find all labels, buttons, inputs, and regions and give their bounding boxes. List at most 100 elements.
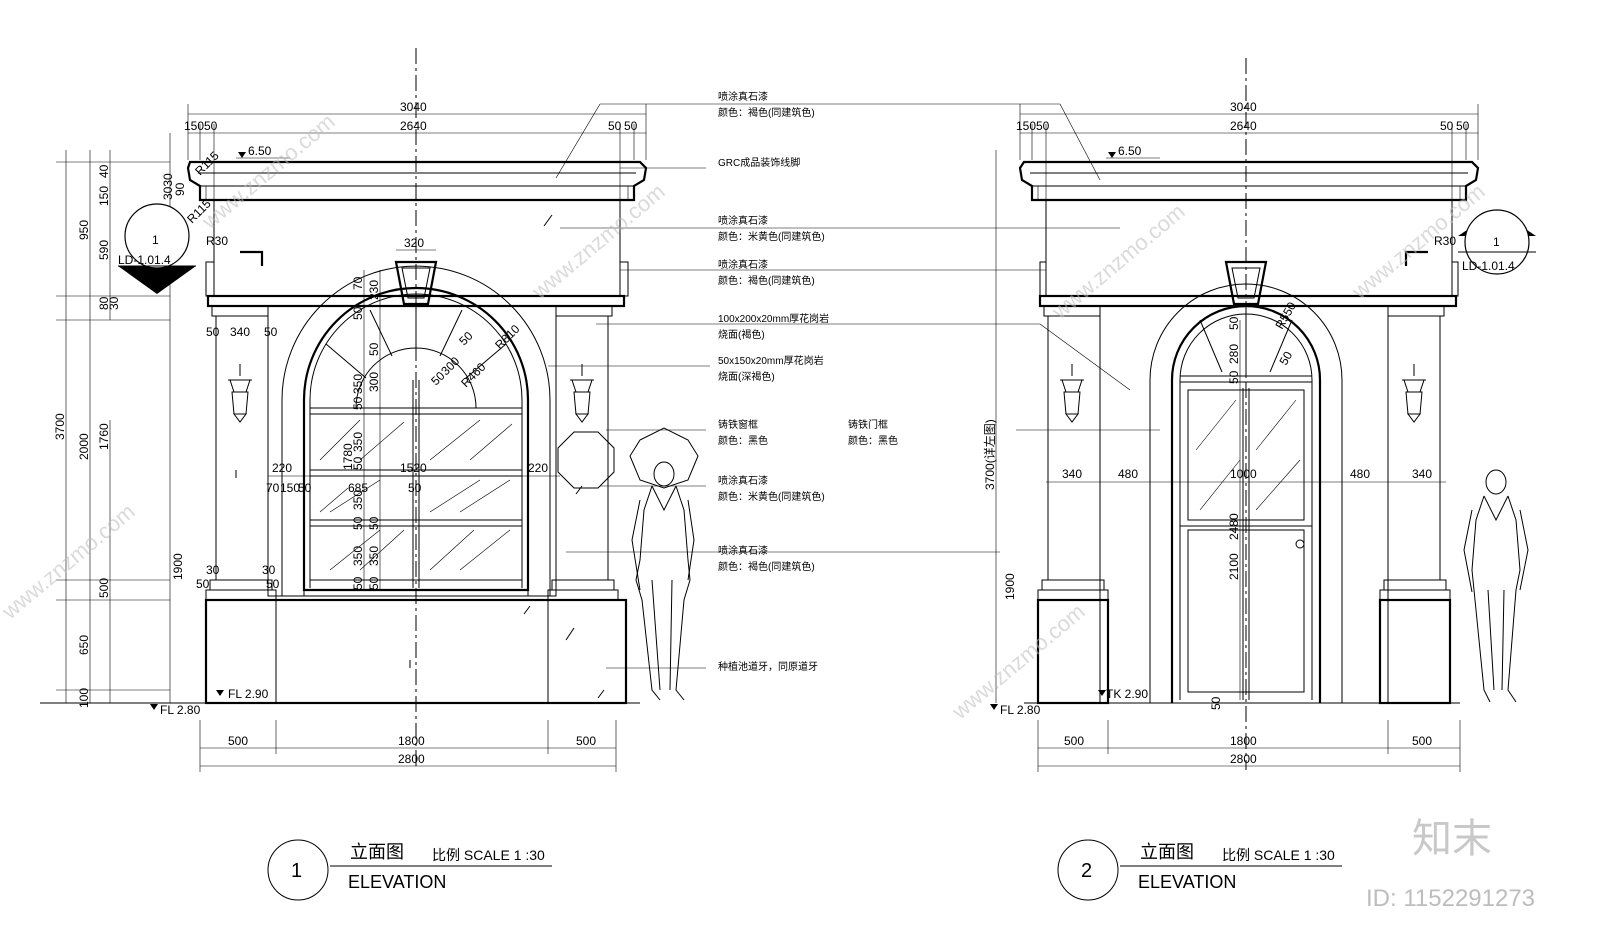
dim-3030: 3030 (161, 173, 175, 200)
dim-150: 150 (97, 186, 111, 206)
vstack-8: 50 (367, 576, 381, 590)
level-fl-290: FL 2.90 (228, 687, 269, 701)
dim-top-right-b-2: 50 (1456, 119, 1470, 133)
dim-overall-width: 3040 (400, 100, 427, 114)
wall-lamp-left-2 (1060, 364, 1084, 423)
note-1-title: GRC成品装饰线脚 (718, 156, 800, 169)
vstack-5: 350 (351, 432, 365, 452)
dim-30b: 30 (262, 563, 276, 577)
left-pier (215, 315, 269, 581)
note-2-detail: 颜色：米黄色(同建筑色) (718, 230, 825, 243)
watermark-1: www.znzmo.com (196, 109, 339, 235)
vstack-12: 50 (367, 342, 381, 356)
dim-bottom-total-2: 2800 (1230, 752, 1257, 766)
dim-50b: 50 (266, 577, 280, 591)
dim-bottom-left-2: 500 (1064, 734, 1084, 748)
dim-590: 590 (97, 240, 111, 260)
brand-logo: 知末 (1412, 817, 1492, 861)
watermark-2: www.znzmo.com (526, 179, 669, 305)
dim-500v: 500 (97, 578, 111, 598)
note-3-title: 喷涂真石漆 (718, 258, 768, 271)
level-top: 6.50 (248, 144, 272, 158)
wall-lamp-right (570, 364, 594, 423)
note-5-title: 50x150x20mm厚花岗岩 (718, 354, 824, 367)
scale-figure-2 (1463, 469, 1529, 703)
cornice-2 (1018, 160, 1480, 202)
title-2-cn: 立面图 (1140, 842, 1194, 862)
dim-1520: 1520 (400, 461, 427, 475)
dim-bottom-right-2: 500 (1412, 734, 1432, 748)
vstack-9: 350 (367, 546, 381, 566)
dim-150h: 150 (280, 481, 300, 495)
title-1-cn: 立面图 (350, 842, 404, 862)
dim-480-right: 480 (1350, 467, 1370, 481)
dim-top-right-a-2: 50 (1440, 119, 1454, 133)
dim-pier-c: 50 (264, 325, 278, 339)
right-pier (555, 315, 609, 581)
dim-door-280: 280 (1227, 344, 1241, 364)
dim-50h: 50 (298, 481, 312, 495)
dim-pier-a: 50 (206, 325, 220, 339)
dim-inner-width: 2640 (400, 119, 427, 133)
callout-sheet-2: LD-1.01.4 (1462, 259, 1515, 273)
callout-number: 1 (152, 233, 159, 247)
keystone (394, 260, 438, 306)
dim-100: 100 (77, 688, 91, 708)
radius-r810: R810 (492, 322, 522, 352)
dim-top-left-b: 50 (204, 119, 218, 133)
dim-bottom-left: 500 (228, 734, 248, 748)
level-top-2: 6.50 (1118, 144, 1142, 158)
dim-340-right: 340 (1412, 467, 1432, 481)
radius-r30-2: R30 (1434, 234, 1456, 248)
radius-r550: R550 (1272, 299, 1299, 331)
vstack-2: 50 (351, 516, 365, 530)
dim-50a: 50 (196, 577, 210, 591)
elevation-2: 3040 2640 150 50 50 50 6.50 3700(详左图) 19… (982, 58, 1536, 772)
cornice (186, 160, 648, 202)
title-2-scale: 比例 SCALE 1 :30 (1222, 847, 1335, 863)
dim-1760: 1760 (97, 423, 111, 450)
dim-480-left: 480 (1118, 467, 1138, 481)
wall-lamp-left (228, 364, 252, 423)
watermark-3: www.znzmo.com (0, 499, 140, 625)
vstack-11: 300 (367, 372, 381, 392)
section-callout-left: 1 LD-1.01.4 (118, 203, 196, 294)
dim-top-left-a: 150 (184, 119, 204, 133)
note-6-detail: 颜色：黑色 (718, 434, 768, 447)
dim-door-50c: 50 (1209, 696, 1223, 710)
radius-r30: R30 (206, 234, 228, 248)
dim-70: 70 (266, 481, 280, 495)
dim-bottom-mid-2: 1800 (1230, 734, 1257, 748)
dim-total-height: 3700 (53, 413, 67, 440)
title-1-en: ELEVATION (348, 872, 446, 892)
radius-r115a: R115 (192, 148, 222, 178)
vstack-15: 70 (351, 276, 365, 290)
vstack-0: 50 (351, 576, 365, 590)
dim-top-left-b-2: 50 (1036, 119, 1050, 133)
dim-keystone: 320 (404, 236, 424, 250)
window-frame (302, 286, 530, 592)
dim-door-width: 1000 (1230, 467, 1257, 481)
title-1-scale: 比例 SCALE 1 :30 (432, 847, 545, 863)
drawing-id: ID: 1152291273 (1366, 885, 1535, 912)
note-2-title: 喷涂真石漆 (718, 214, 768, 227)
note-0-detail: 颜色：褐色(同建筑色) (718, 106, 815, 119)
radius-r460: R460 (458, 360, 488, 390)
door-knob (1295, 539, 1305, 549)
dim-inner-width-2: 2640 (1230, 119, 1257, 133)
note-6-title: 铸铁窗框 (718, 418, 758, 431)
title-2-en: ELEVATION (1138, 872, 1236, 892)
dim-50-mullion: 50 (408, 481, 422, 495)
vstack-6: 50 (351, 396, 365, 410)
keystone-2 (1224, 260, 1268, 306)
wall-lamp-right-2 (1402, 364, 1426, 423)
note-9-title: 种植池道牙，同原道牙 (718, 660, 818, 673)
dim-door-50a: 50 (1227, 370, 1241, 384)
callout-number-2: 1 (1493, 235, 1500, 249)
elevation-1: 3040 2640 150 50 50 50 6.50 3700 950 200… (40, 48, 699, 772)
dim-340-left: 340 (1062, 467, 1082, 481)
level-fl-280-2: FL 2.80 (1000, 703, 1041, 717)
callout-sheet: LD-1.01.4 (118, 253, 171, 267)
note-5-detail: 烧面(深褐色) (718, 370, 775, 383)
dim-80: 80 (97, 296, 111, 310)
